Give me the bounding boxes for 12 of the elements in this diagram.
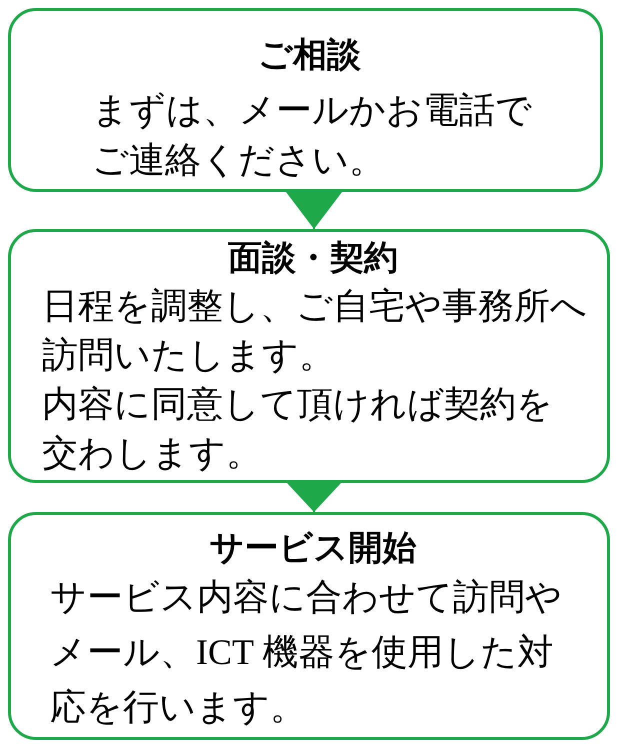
step-heading: サービス開始 <box>210 527 416 570</box>
step-box <box>8 8 603 192</box>
step-heading: ご相談 <box>258 34 361 77</box>
step-heading: 面談・契約 <box>228 237 398 280</box>
step-description: 日程を調整し、ご自宅や事務所へ訪問いたします。 <box>42 285 588 377</box>
arrow <box>286 192 342 229</box>
step-box <box>8 512 610 740</box>
step-description: まずは、メールかお電話でご連絡ください。 <box>92 89 533 182</box>
step-description: サービス内容に合わせて訪問やメール、ICT 機器を使用した対応を行います。 <box>50 576 563 729</box>
arrow <box>287 483 341 512</box>
step-description: 内容に同意して頂ければ契約を交わします。 <box>42 383 554 475</box>
step-box <box>8 229 610 483</box>
